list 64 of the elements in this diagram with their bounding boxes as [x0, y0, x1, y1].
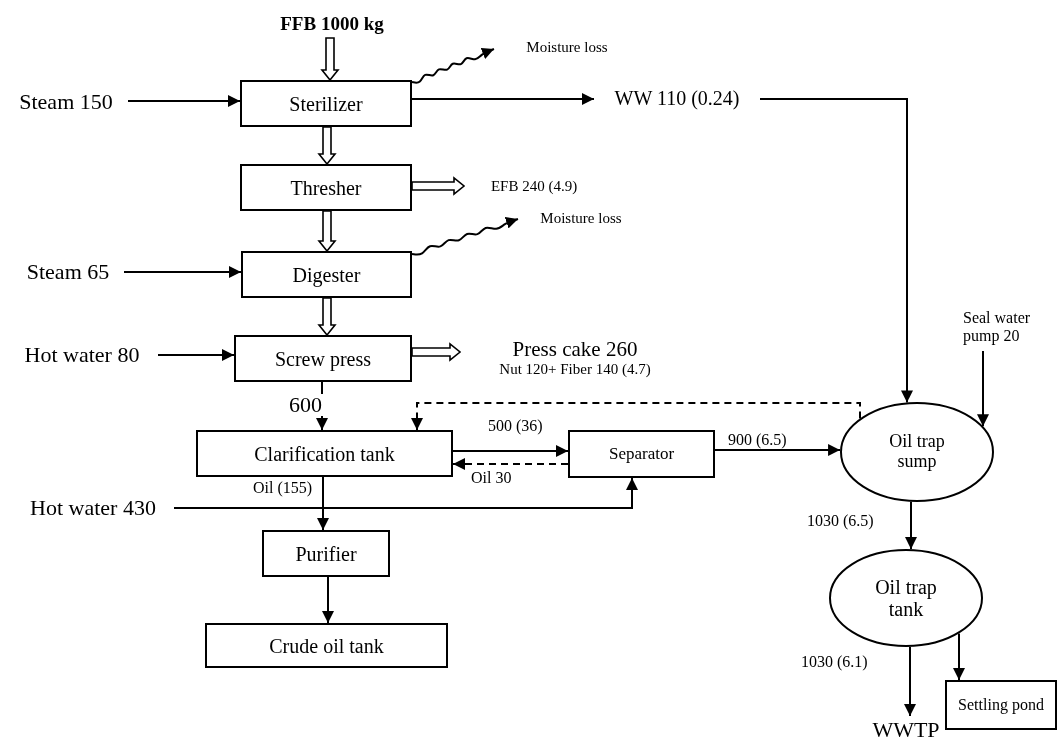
unit-label: Screw press: [274, 347, 372, 370]
stream-label: Hot water 430: [30, 495, 156, 521]
edge-label: Oil (155): [252, 480, 314, 496]
unit-label: Sterilizer: [289, 92, 363, 115]
hollow-arrow: [317, 297, 337, 337]
process-box: [241, 251, 412, 298]
arrow: [123, 266, 242, 278]
arrow: [452, 445, 569, 457]
process-box: [945, 680, 1057, 730]
stream-label: Moisture loss: [540, 209, 622, 227]
arrow: [317, 476, 329, 531]
stream-label: Steam 150: [19, 89, 113, 115]
arrow: [759, 98, 913, 404]
wavy-arrow: [411, 217, 519, 256]
process-box: [234, 335, 412, 382]
stream-label: EFB 240 (4.9): [490, 177, 578, 195]
unit-label: Separator: [608, 444, 675, 464]
unit-label: Oil trap tank: [874, 576, 938, 620]
wavy-arrow: [411, 47, 495, 84]
stream-label: Steam 65: [26, 259, 110, 285]
arrow: [411, 402, 861, 431]
unit-label: Clarification tank: [254, 442, 395, 465]
edge-label: 1030 (6.5): [806, 513, 875, 529]
stream-label: FFB 1000 kg: [280, 13, 384, 35]
hollow-arrow: [320, 37, 340, 82]
arrow: [322, 576, 334, 624]
process-box: [568, 430, 715, 478]
edge-label: 500 (36): [487, 418, 544, 434]
arrow: [173, 477, 638, 509]
stream-label: WW 110 (0.24): [614, 87, 740, 109]
edge-label: 900 (6.5): [727, 432, 788, 448]
arrow: [452, 458, 569, 470]
process-box: [262, 530, 390, 577]
arrow: [904, 645, 916, 717]
unit-label: Digester: [292, 263, 361, 286]
arrow: [905, 500, 917, 551]
hollow-arrow: [411, 176, 466, 196]
edge-label: Oil 30: [470, 470, 513, 486]
unit-label: Thresher: [290, 176, 362, 199]
hollow-arrow: [411, 342, 462, 362]
process-box: [240, 164, 412, 211]
process-box: [205, 623, 448, 668]
hollow-arrow: [317, 126, 337, 166]
unit-label: Crude oil tank: [269, 634, 384, 657]
stream-label: WWTP: [872, 717, 940, 743]
arrow: [977, 350, 989, 428]
hollow-arrow: [317, 210, 337, 253]
arrow: [714, 444, 842, 456]
process-box: [240, 80, 412, 127]
arrow: [127, 95, 241, 107]
edge-label: 600: [288, 394, 323, 416]
unit-label: Purifier: [295, 542, 357, 565]
stream-label: Moisture loss: [526, 38, 608, 56]
stream-label: Hot water 80: [24, 342, 140, 368]
process-box: [196, 430, 453, 477]
arrow: [411, 93, 595, 105]
stream-label: Seal water pump 20: [963, 309, 1032, 345]
edge-label: 1030 (6.1): [800, 654, 869, 670]
arrow: [953, 632, 965, 681]
arrow: [157, 349, 235, 361]
stream-label: Press cake 260: [512, 338, 638, 362]
stream-label: Nut 120+ Fiber 140 (4.7): [499, 361, 651, 378]
unit-label: Oil trap sump: [888, 432, 946, 472]
unit-label: Settling pond: [958, 696, 1044, 714]
